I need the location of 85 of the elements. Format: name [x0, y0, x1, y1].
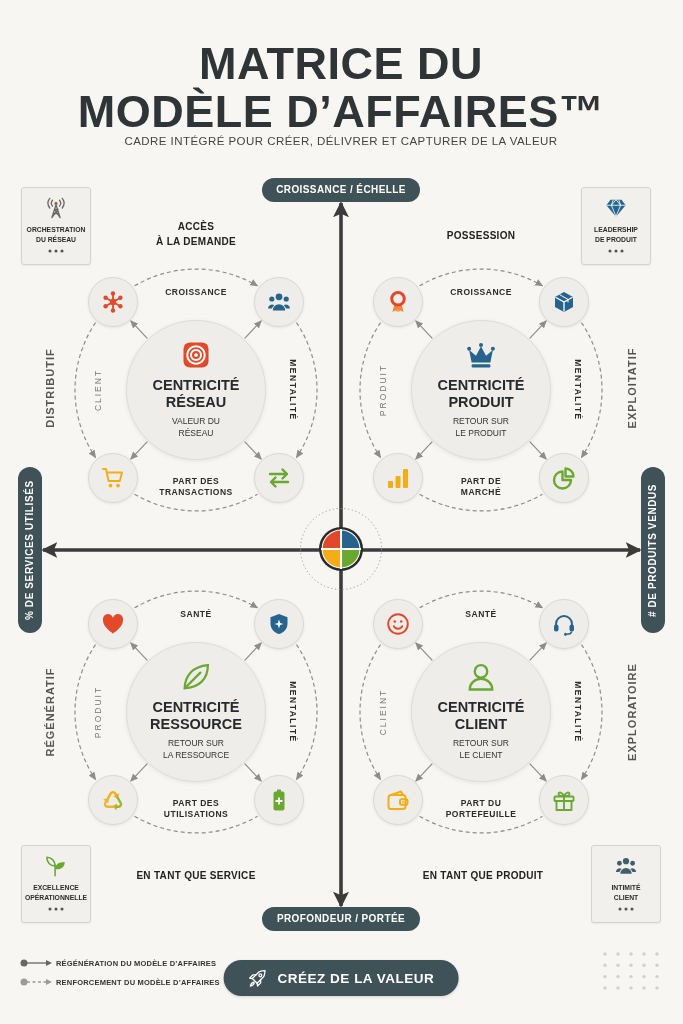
axis-title: CROISSANCE / ÉCHELLE — [262, 178, 420, 202]
edge-label: PART DES TRANSACTIONS — [158, 475, 234, 498]
arrow — [244, 441, 262, 460]
arrow — [529, 763, 547, 782]
icon-circle — [373, 277, 423, 327]
dashed-arrow — [134, 268, 259, 287]
subtitle: CADRE INTÉGRÉ POUR CRÉER, DÉLIVRER ET CAPTURER DE LA VALEUR — [124, 135, 558, 147]
dashed-arrow — [74, 644, 97, 781]
dashed-arrow — [419, 590, 544, 609]
create-value-button: CRÉEZ DE LA VALEUR — [223, 960, 459, 996]
icon-circle — [373, 599, 423, 649]
hub-subtitle: RETOUR SUR LE PRODUIT — [452, 415, 509, 440]
arrow — [529, 642, 547, 661]
side-label: RÉGÉNÉRATIF — [44, 667, 56, 757]
dashed-arrow — [359, 322, 382, 459]
edge-label: MENTALITÉ — [287, 680, 299, 744]
side-label: EXPLORATOIRE — [626, 663, 638, 761]
icon-circle — [88, 453, 138, 503]
icon-circle — [88, 775, 138, 825]
dashed-arrow — [295, 322, 318, 459]
dashed-connector-line — [134, 815, 258, 834]
hub-title: CENTRICITÉ PRODUIT — [437, 377, 525, 410]
quadrant-heading: EN TANT QUE SERVICE — [136, 868, 256, 883]
dashed-arrow — [580, 644, 603, 781]
double-arrow — [41, 542, 642, 558]
strategy-card — [581, 187, 651, 265]
icon-circle — [373, 775, 423, 825]
arrow — [130, 441, 148, 460]
edge-label: PART DES UTILISATIONS — [162, 797, 230, 820]
strategy-card — [21, 845, 91, 923]
axis-title: PROFONDEUR / PORTÉE — [262, 907, 420, 931]
arrow — [130, 642, 148, 661]
hub-title: CENTRICITÉ RÉSEAU — [152, 377, 240, 410]
dashed-arrow — [295, 644, 318, 781]
edge-label: MENTALITÉ — [287, 358, 299, 422]
arrow — [244, 642, 262, 661]
dashed-arrow — [74, 322, 97, 459]
arrow — [529, 441, 547, 460]
side-label: DISTRIBUTIF — [44, 348, 56, 428]
strategy-card — [21, 187, 91, 265]
dashed-arrow — [419, 268, 544, 287]
hub-subtitle: VALEUR DU RÉSEAU — [172, 415, 220, 440]
quadrant-heading: POSSESSION — [446, 228, 516, 243]
hub-title: CENTRICITÉ CLIENT — [437, 699, 525, 732]
icon-circle — [539, 277, 589, 327]
axis-title: % DE SERVICES UTILISÉS — [18, 467, 42, 633]
icon-circle — [254, 277, 304, 327]
edge-label: MENTALITÉ — [572, 680, 584, 744]
icon-circle — [254, 775, 304, 825]
arrow — [244, 763, 262, 782]
dashed-arrow — [359, 644, 382, 781]
arrow — [415, 763, 433, 782]
arrow — [415, 320, 433, 339]
hub-subtitle: RETOUR SUR LA RESSOURCE — [162, 737, 230, 762]
edge-label: MENTALITÉ — [572, 358, 584, 422]
dashed-arrow — [134, 590, 259, 609]
arrow — [244, 320, 262, 339]
icon-circle — [254, 453, 304, 503]
hub-title: CENTRICITÉ RESSOURCE — [150, 699, 242, 732]
edge-label: PART DE MARCHÉ — [459, 475, 503, 498]
side-label: EXPLOITATIF — [626, 347, 638, 429]
title: MATRICE DU MODÈLE D’AFFAIRES™ — [77, 40, 605, 136]
dashed-connector-line — [419, 493, 543, 512]
dashed-connector-line — [134, 493, 258, 512]
quadrant-heading: ACCÈS À LA DEMANDE — [156, 219, 236, 248]
dashed-connector-line — [419, 815, 543, 834]
icon-circle — [373, 453, 423, 503]
arrow — [130, 763, 148, 782]
arrow — [415, 642, 433, 661]
icon-circle — [539, 599, 589, 649]
icon-circle — [254, 599, 304, 649]
arrow — [529, 320, 547, 339]
icon-circle — [88, 599, 138, 649]
double-arrow — [333, 201, 349, 908]
quadrant-heading: EN TANT QUE PRODUIT — [422, 868, 544, 883]
dashed-arrow — [580, 322, 603, 459]
edge-label: PART DU PORTEFEUILLE — [444, 797, 518, 820]
icon-circle — [539, 453, 589, 503]
arrow — [415, 441, 433, 460]
strategy-card — [591, 845, 661, 923]
icon-circle — [539, 775, 589, 825]
arrow — [130, 320, 148, 339]
icon-circle — [88, 277, 138, 327]
hub-subtitle: RETOUR SUR LE CLIENT — [452, 737, 509, 762]
axis-title: # DE PRODUITS VENDUS — [641, 467, 665, 633]
